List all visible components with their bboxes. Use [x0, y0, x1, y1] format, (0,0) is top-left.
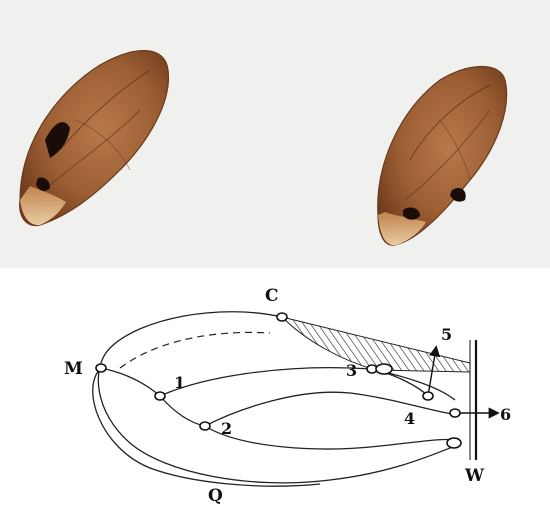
node-6 — [450, 409, 460, 417]
diagram-svg: C M Q W 1 2 3 4 5 6 — [0, 268, 550, 512]
node-1 — [155, 392, 165, 400]
label-5: 5 — [441, 325, 452, 344]
label-4: 4 — [404, 409, 415, 428]
dashed-curve — [120, 332, 270, 368]
label-6: 6 — [500, 405, 511, 424]
label-q: Q — [208, 486, 223, 506]
node-c — [277, 313, 287, 321]
node-2 — [200, 422, 210, 430]
label-w: W — [464, 466, 485, 486]
seed-photograph — [0, 0, 550, 268]
label-2: 2 — [221, 419, 232, 438]
label-3: 3 — [346, 361, 357, 380]
outer-curve — [98, 312, 455, 483]
node-w — [447, 438, 461, 448]
photo-svg — [0, 0, 550, 268]
label-c: C — [265, 286, 279, 306]
node-m — [96, 364, 106, 372]
node-3b — [376, 364, 392, 374]
label-1: 1 — [174, 373, 185, 392]
node-4 — [423, 392, 433, 400]
seed-diagram: C M Q W 1 2 3 4 5 6 — [0, 268, 550, 512]
inner-curve-a — [101, 368, 205, 426]
inner-curve-d — [205, 426, 455, 449]
label-m: M — [64, 359, 83, 379]
